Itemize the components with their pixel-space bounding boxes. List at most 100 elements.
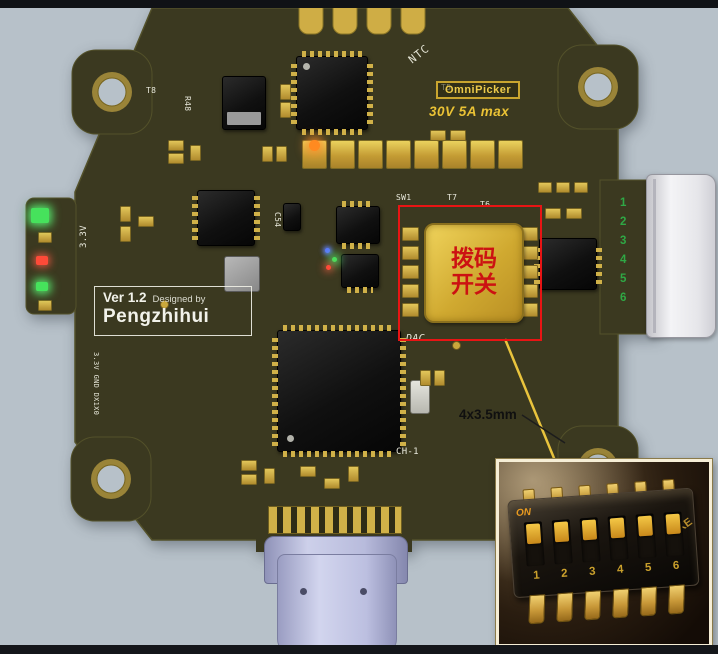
rgb-led-green [332, 257, 337, 262]
solder-pad [241, 474, 257, 485]
switch-pin [584, 590, 602, 621]
capacitor [470, 140, 495, 169]
dac-pad-hole [452, 341, 461, 350]
usb-c-connector [277, 554, 397, 654]
pin-number-5: 5 [620, 273, 627, 285]
callout-line-to-inset [503, 338, 558, 464]
status-led-red [36, 256, 48, 265]
solder-pad [280, 84, 291, 100]
solder-pad [241, 460, 257, 471]
dip-switch-inset-photo: ON KE 1 2 3 4 5 6 [496, 459, 712, 647]
white-side-connector [646, 174, 716, 338]
solder-pad [324, 478, 340, 489]
ic-tiny [283, 203, 301, 231]
silk-bottom-left-vertical: 3.3V GND DX1X0 [92, 352, 100, 416]
rgb-led-blue [325, 248, 330, 253]
silk-t6: T6 [480, 200, 491, 209]
capacitor [414, 140, 439, 169]
dip-pad [402, 227, 419, 241]
pin-row [400, 336, 406, 446]
silk-sw1: SW1 [396, 193, 412, 202]
solder-pad [430, 130, 446, 141]
switch-slot [663, 511, 685, 557]
pin-row [254, 196, 260, 240]
designer-name: Pengzhihui [103, 306, 210, 327]
solder-pad [280, 102, 291, 118]
switch-number-1: 1 [532, 569, 541, 582]
solder-pad [38, 300, 52, 311]
switch-pin [528, 594, 546, 625]
switch-actuator [553, 521, 570, 543]
pin1-dot [303, 63, 310, 70]
solder-pad [300, 466, 316, 477]
solder-pad [538, 182, 552, 193]
ic-right [534, 238, 602, 290]
bottom-edge-bar [0, 645, 718, 654]
dip-switch-top-view: 拨码 开关 [424, 223, 524, 323]
silk-c54: C54 [273, 212, 282, 228]
switch-number-4: 4 [616, 563, 624, 577]
solder-pad [120, 226, 131, 242]
capacitor [386, 140, 411, 169]
power-rating-label: 30V 5A max [429, 104, 510, 119]
designed-by-label: Designed by [152, 294, 206, 305]
switch-slot [523, 521, 545, 567]
switch-actuator [609, 517, 626, 539]
ic-mid-left [192, 190, 260, 246]
silk-t7: T7 [447, 193, 458, 202]
status-led-green-small [36, 282, 48, 291]
pin-row [283, 451, 395, 457]
component-band [227, 112, 261, 125]
capacitor [498, 140, 523, 169]
silk-3v3: 3.3V [79, 225, 89, 248]
switch-actuator [665, 513, 681, 535]
solder-pad [450, 130, 466, 141]
pin-number-6: 6 [620, 292, 627, 304]
pin-row [342, 243, 374, 249]
usb-through-hole-pads [268, 506, 402, 534]
switch-actuator [581, 519, 598, 541]
pin-row [347, 287, 373, 293]
dip-pad [402, 284, 419, 298]
pin-row [596, 244, 602, 284]
pin-row [302, 51, 362, 57]
pin-row [272, 336, 278, 446]
dip-pad [402, 246, 419, 260]
pin-row [342, 201, 374, 207]
pin1-dot [287, 435, 294, 442]
pin-row [302, 129, 362, 135]
dip-pad [402, 303, 419, 317]
solder-pad [574, 182, 588, 193]
ic-top-qfp [291, 51, 373, 135]
capacitor [442, 140, 467, 169]
pin-row [192, 196, 198, 240]
solder-pad [566, 208, 582, 219]
solder-pad [556, 182, 570, 193]
solder-pad [434, 370, 445, 386]
pin-number-1: 1 [620, 197, 627, 209]
silk-t8: T8 [146, 86, 157, 95]
solder-pad [138, 216, 154, 227]
pin-row [291, 62, 297, 124]
rgb-led-red [326, 265, 331, 270]
dip-switch-photo: ON KE 1 2 3 4 5 6 [507, 478, 700, 625]
pin-number-2: 2 [620, 216, 627, 228]
top-edge-bar [0, 0, 718, 8]
solder-pad [545, 208, 561, 219]
dip-switch-highlight-box [398, 205, 542, 341]
switch-actuator [525, 523, 542, 545]
via [160, 300, 169, 309]
solder-pad [190, 145, 201, 161]
ic-mcu-qfp [272, 325, 406, 457]
solder-pad [262, 146, 273, 162]
silk-dac: DAC [406, 333, 425, 344]
switch-number-2: 2 [560, 567, 569, 580]
dip-pad [402, 265, 419, 279]
pin-row [534, 244, 540, 284]
silk-ch1: CH-1 [396, 447, 419, 457]
switch-slot [607, 515, 629, 561]
usb-screw-dot [300, 588, 307, 595]
switch-number-6: 6 [672, 559, 680, 573]
